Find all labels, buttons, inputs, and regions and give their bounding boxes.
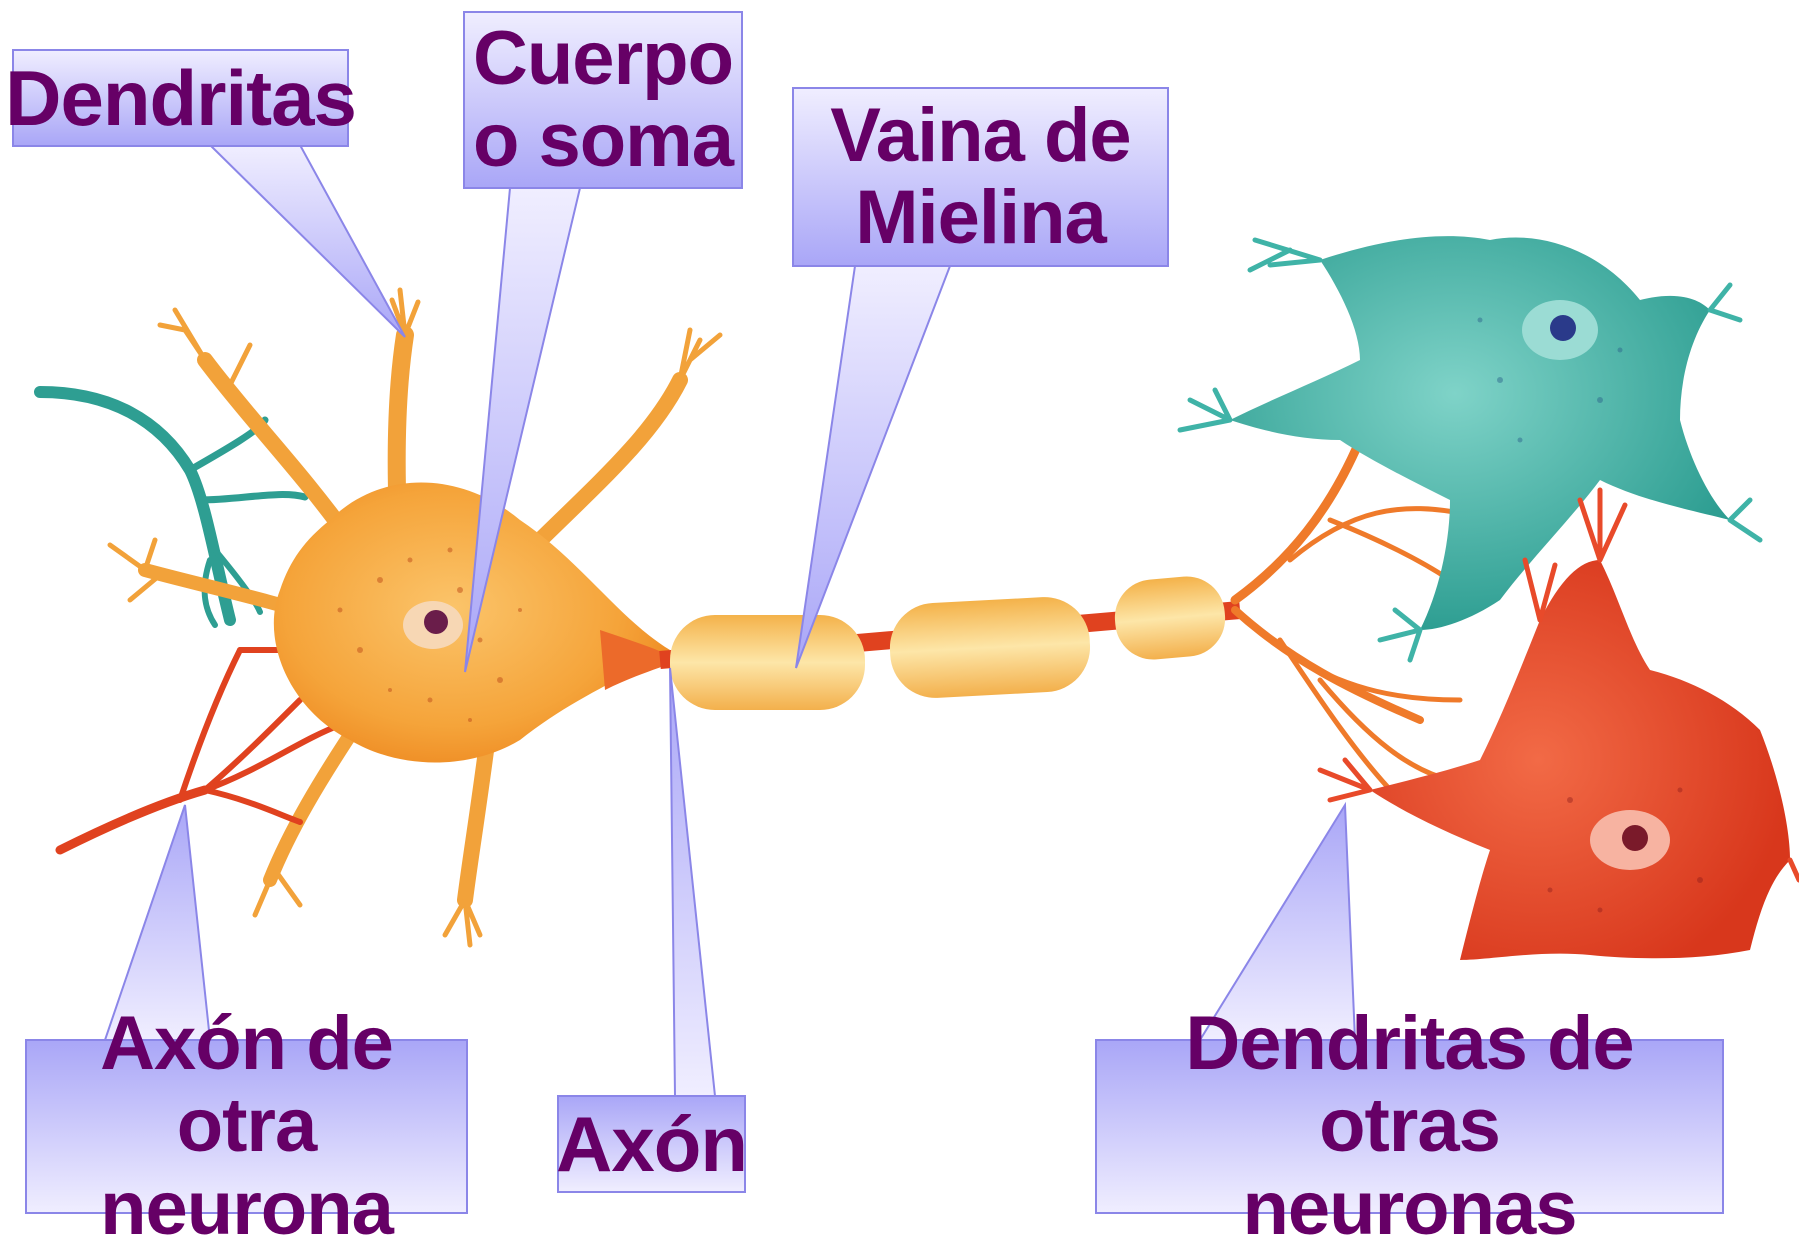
neuron-diagram: Dendritas Cuerpo o soma Vaina de Mielina…	[0, 0, 1799, 1216]
label-vaina-de-mielina: Vaina de Mielina	[793, 88, 1168, 266]
label-axon-de-otra-neurona: Axón de otra neurona	[26, 1040, 467, 1213]
teal-neuron	[1230, 236, 1730, 630]
label-dendritas-de-otras-neuronas: Dendritas de otras neuronas	[1096, 1040, 1723, 1213]
label-axon: Axón	[558, 1096, 745, 1192]
myelin-segment-3	[1112, 573, 1229, 662]
myelin-segment-2	[888, 595, 1093, 700]
label-cuerpo-o-soma: Cuerpo o soma	[464, 12, 742, 188]
label-dendritas: Dendritas	[13, 50, 348, 146]
myelin-segment-1	[670, 615, 865, 710]
